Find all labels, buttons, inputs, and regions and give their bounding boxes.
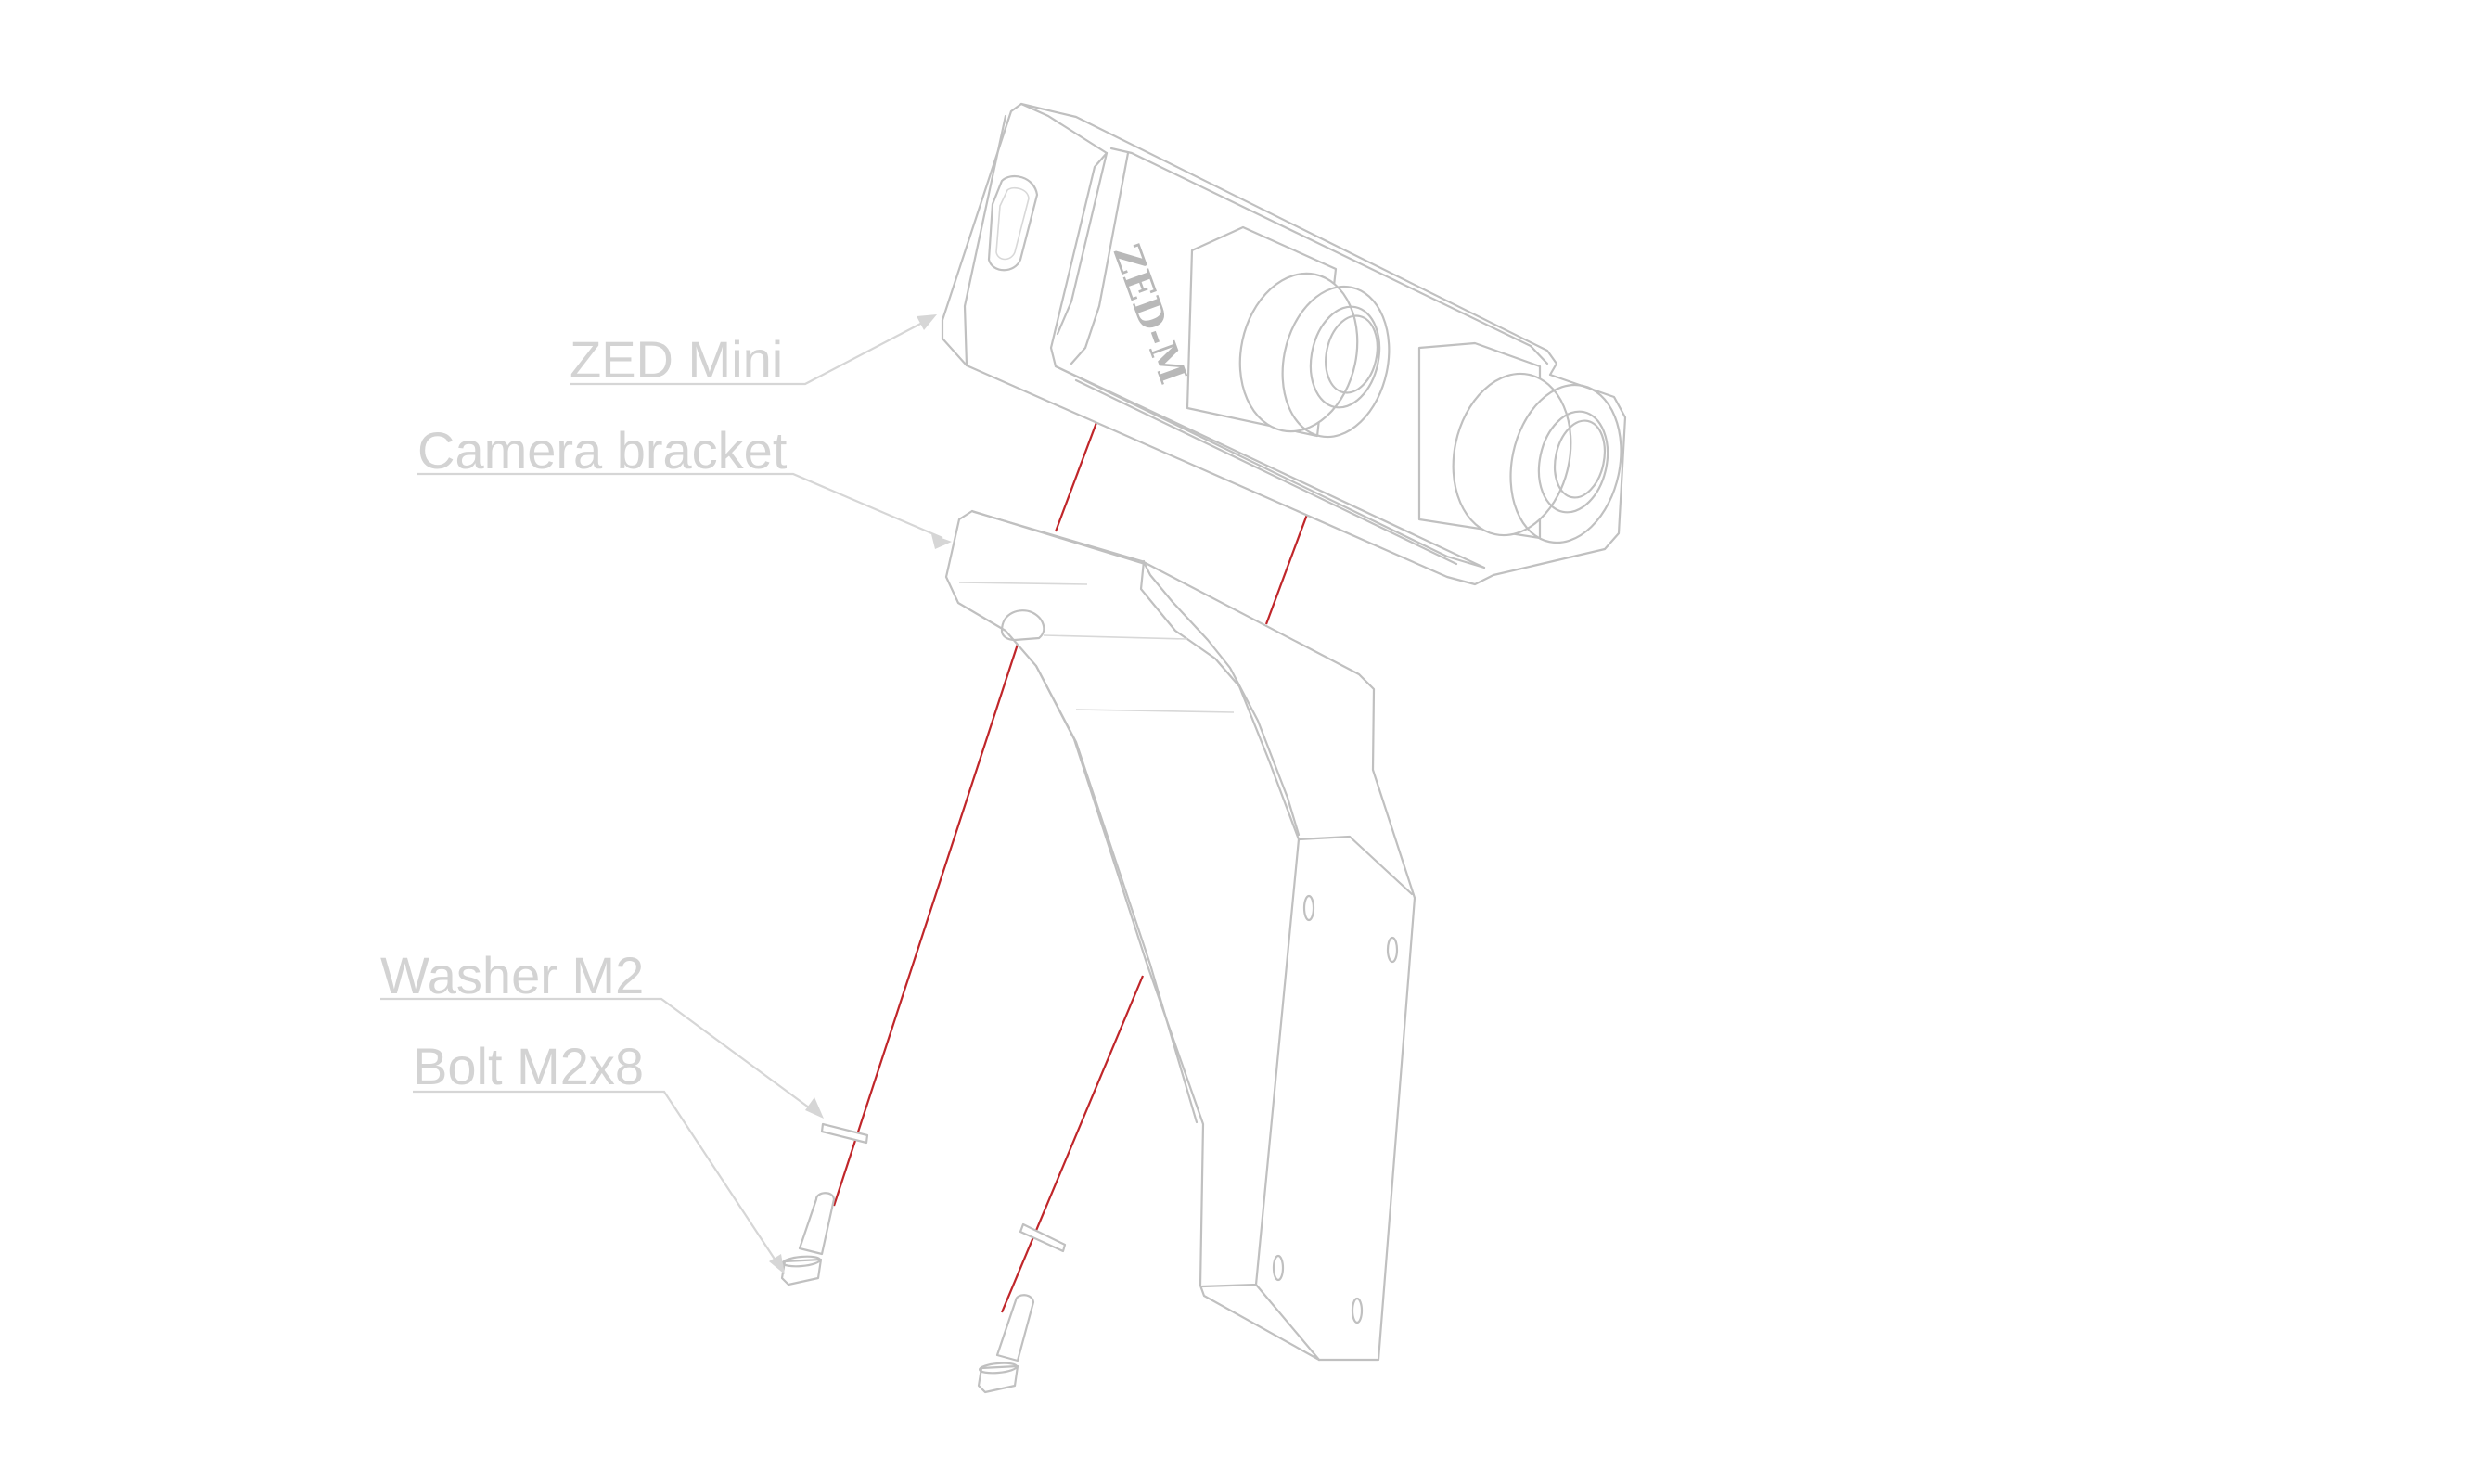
bracket-top-plate xyxy=(944,509,1416,1362)
bracket-leg-face xyxy=(1200,838,1321,1362)
bracket-face-line-2 xyxy=(1043,634,1188,640)
bracket-hole-2 xyxy=(1386,936,1399,964)
bracket-face-line-1 xyxy=(958,582,1088,585)
leader-zed-mini xyxy=(570,314,937,386)
washer-right xyxy=(1019,1222,1067,1253)
bracket-hole-4 xyxy=(1351,1297,1364,1324)
bracket-hole-1 xyxy=(1302,894,1315,922)
camera-lens-right xyxy=(1417,341,1622,544)
assembly-axes xyxy=(832,404,1310,1313)
bracket-slot-hole xyxy=(1000,609,1045,642)
bracket-hole-3 xyxy=(1272,1254,1285,1282)
bolt-right xyxy=(977,1294,1035,1394)
leader-camera-bracket xyxy=(417,472,952,549)
label-washer: Washer M2 xyxy=(380,946,645,1004)
axis-left-bolt xyxy=(1054,404,1105,532)
axis-lower-left xyxy=(832,615,1029,1207)
camera-bracket xyxy=(944,509,1416,1362)
leader-bolt xyxy=(413,1090,785,1274)
label-camera-bracket: Camera bracket xyxy=(417,421,788,480)
bracket-inner-fold xyxy=(1139,559,1414,896)
camera-strap-slot-inner xyxy=(995,186,1030,261)
leader-washer xyxy=(380,997,824,1119)
camera-lens-left xyxy=(1186,225,1391,439)
axis-right-bolt xyxy=(1264,511,1310,625)
camera-bottom-rail xyxy=(1054,365,1486,569)
axis-lower-right xyxy=(1000,975,1145,1313)
bolt-left xyxy=(780,1192,836,1286)
label-bolt: Bolt M2x8 xyxy=(413,1037,644,1095)
zed-mini-camera: ZED-M xyxy=(941,102,1627,586)
camera-side-panel xyxy=(963,114,1130,367)
bracket-left-edge xyxy=(1034,664,1199,1124)
bracket-plate-edge xyxy=(970,509,1301,837)
label-zed-mini: ZED Mini xyxy=(570,330,784,389)
washer-left xyxy=(820,1122,869,1145)
camera-strap-slot xyxy=(987,174,1039,272)
camera-face-inner xyxy=(1056,147,1549,365)
bracket-face-line-3 xyxy=(1075,709,1235,713)
